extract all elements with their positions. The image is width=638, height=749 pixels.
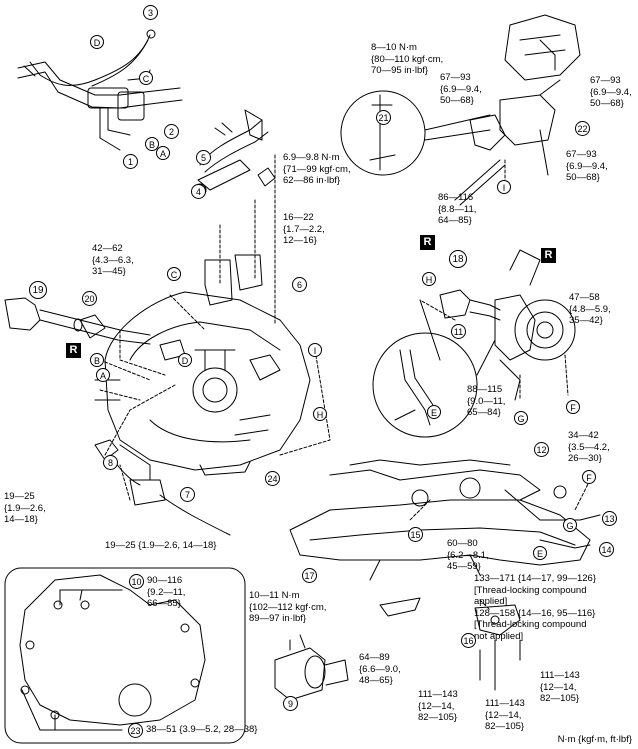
callout-3: 3: [143, 5, 158, 20]
callout-13: 13: [602, 511, 617, 526]
marker-A-mid: A: [96, 368, 110, 382]
mount-detail-circle: [340, 90, 491, 176]
callout-2: 2: [164, 124, 179, 139]
marker-C-mid: C: [167, 267, 181, 281]
torque-133-171: 133—171 {14—17, 99—126} [Thread-locking …: [474, 573, 597, 642]
marker-G-right: G: [514, 411, 528, 425]
callout-4: 4: [191, 184, 206, 199]
marker-D-top: D: [90, 35, 104, 49]
torque-111-143-c: 111—143 {12—14, 82—105}: [540, 670, 580, 704]
torque-42-62: 42—62 {4.3—6.3, 31—45}: [92, 243, 134, 277]
marker-B-mid: B: [90, 353, 104, 367]
harness-cables: [17, 29, 183, 151]
callout-22: 22: [575, 121, 590, 136]
torque-16-22: 16—22 {1.7—2.2, 12—16}: [283, 212, 325, 246]
marker-I-mid: I: [308, 343, 322, 357]
torque-67-93-a: 67—93 {6.9—9.4, 50—68}: [440, 72, 482, 106]
marker-B-top: B: [145, 137, 159, 151]
starter-motor: [274, 634, 349, 701]
callout-11: 11: [451, 324, 466, 339]
callout-19: 19: [29, 281, 47, 299]
transaxle-body: [94, 291, 311, 476]
torque-90-116: 90—116 {9.2—11, 66—85}: [147, 575, 186, 609]
torque-60-80: 60—80 {6.2—8.1, 45—59}: [447, 538, 489, 572]
front-crossmember: [289, 459, 601, 581]
marker-F-right: F: [566, 400, 580, 414]
shift-cable-parts: [193, 109, 276, 306]
marker-E-lower: E: [533, 546, 547, 560]
sensor-cables: [94, 439, 231, 536]
torque-6-9: 6.9—9.8 N·m {71—99 kgf·cm, 62—86 in·lbf}: [283, 152, 351, 186]
marker-H-mid: H: [313, 407, 327, 421]
left-drive-shaft: [4, 297, 151, 345]
marker-G-lower: G: [563, 518, 577, 532]
torque-38-51: 38—51 {3.9—5.2, 28—38}: [146, 724, 258, 735]
torque-64-89: 64—89 {6.6—9.0, 48—65}: [359, 652, 401, 686]
torque-67-93-c: 67—93 {6.9—9.4, 50—68}: [566, 149, 608, 183]
crossmember-brackets: [379, 597, 521, 691]
replace-marker-left: R: [66, 343, 81, 358]
torque-19-25-a: 19—25 {1.9—2.6, 14—18}: [4, 491, 46, 525]
marker-A-top: A: [156, 146, 170, 160]
torque-10-11: 10—11 N·m {102—112 kgf·cm, 89—97 in·lbf}: [249, 590, 327, 624]
torque-67-93-b: 67—93 {6.9—9.4, 50—68}: [590, 75, 632, 109]
marker-I-right: I: [497, 180, 511, 194]
callout-9: 9: [283, 696, 298, 711]
replace-marker-shaft: R: [420, 235, 435, 250]
callout-24: 24: [265, 471, 280, 486]
callout-14: 14: [599, 542, 614, 557]
dashed-leaders: [99, 154, 591, 611]
engine-mount: [454, 14, 581, 206]
callout-8: 8: [103, 455, 118, 470]
callout-20: 20: [82, 291, 97, 306]
torque-111-143-b: 111—143 {12—14, 82—105}: [485, 698, 525, 732]
callout-7: 7: [180, 487, 195, 502]
callout-16: 16: [461, 633, 476, 648]
callout-15: 15: [408, 527, 423, 542]
callout-1: 1: [123, 154, 138, 169]
torque-34-42: 34—42 {3.5—4.2, 26—30}: [568, 430, 610, 464]
torque-111-143-a: 111—143 {12—14, 82—105}: [418, 689, 458, 723]
callout-10: 10: [129, 574, 144, 589]
right-drive-shaft: [419, 249, 576, 401]
torque-47-58: 47—58 {4.8—5.9, 35—42}: [569, 292, 611, 326]
callout-6: 6: [292, 277, 307, 292]
callout-5: 5: [196, 150, 211, 165]
marker-F-lower: F: [582, 470, 596, 484]
housing-inset: [4, 567, 246, 744]
replace-marker-nut: R: [541, 248, 556, 263]
marker-H-right: H: [422, 272, 436, 286]
torque-unit-note: N·m {kgf·m, ft·lbf}: [557, 734, 632, 745]
torque-8-10: 8—10 N·m {80—110 kgf·cm, 70—95 in·lbf}: [371, 42, 444, 76]
callout-12: 12: [534, 442, 549, 457]
marker-E-detail: E: [427, 405, 441, 419]
callout-21: 21: [376, 110, 391, 125]
knuckle-detail-circle: [372, 332, 496, 438]
torque-86-116: 86—116 {8.8—11, 64—85}: [438, 192, 477, 226]
torque-19-25-b: 19—25 {1.9—2.6, 14—18}: [105, 540, 217, 551]
callout-17: 17: [302, 568, 317, 583]
torque-88-115: 88—115 {9.0—11, 65—84}: [467, 384, 506, 418]
callout-18: 18: [449, 250, 467, 268]
marker-C-top: C: [139, 71, 153, 85]
callout-23: 23: [128, 723, 143, 738]
marker-D-mid: D: [178, 353, 192, 367]
